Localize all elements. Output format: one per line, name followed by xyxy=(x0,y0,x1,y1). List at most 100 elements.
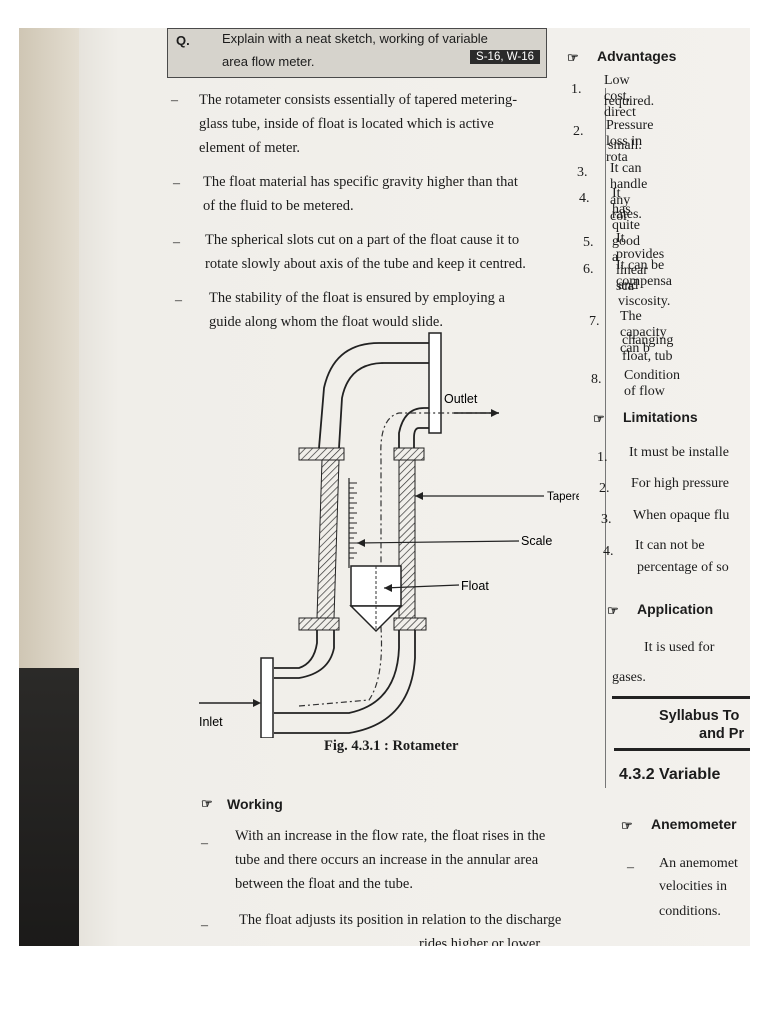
float-label: Float xyxy=(461,579,489,593)
flow-path xyxy=(298,412,499,707)
question-box: Q. Explain with a neat sketch, working o… xyxy=(167,28,547,78)
pointing-hand-icon: ☞ xyxy=(201,796,213,811)
bullet-dash: – xyxy=(201,836,208,851)
syllabus-top-rule xyxy=(612,696,750,699)
bullet-dash: – xyxy=(627,860,634,875)
lim-2-line-1: For high pressure xyxy=(631,476,729,491)
working-p2-line-2: rides higher or lower xyxy=(419,936,541,946)
pointing-hand-icon: ☞ xyxy=(593,411,605,426)
adv-num-2: 2. xyxy=(573,124,584,139)
bullet-1-line-1: The rotameter consists essentially of ta… xyxy=(199,92,518,108)
adv-2-line-1: Pressure loss in rota xyxy=(606,118,654,165)
bullet-3-line-1: The spherical slots cut on a part of the… xyxy=(205,232,520,248)
bullet-2: The float material has specific gravity … xyxy=(203,170,518,218)
adv-6-line-1: It can be compensa xyxy=(616,258,672,289)
lim-num-2: 2. xyxy=(599,481,610,496)
section-heading: 4.3.2 Variable xyxy=(619,766,721,783)
outlet-label: Outlet xyxy=(444,392,478,406)
working-paragraph-2: The float adjusts its position in relati… xyxy=(239,908,561,946)
lim-num-1: 1. xyxy=(597,450,608,465)
limitations-heading: Limitations xyxy=(623,409,698,425)
inlet-flange xyxy=(260,657,274,738)
rotameter-diagram: Outlet Tapered tube Scale Float Inlet xyxy=(199,332,579,738)
adv-num-4: 4. xyxy=(579,191,590,206)
bullet-1-line-3: element of meter. xyxy=(199,140,301,156)
upper-bend-inner xyxy=(338,362,429,449)
bullet-2-line-1: The float material has specific gravity … xyxy=(203,174,518,190)
adv-2-line-2: small. xyxy=(608,138,642,153)
outlet-arrowhead xyxy=(491,409,499,417)
working-heading: Working xyxy=(227,796,283,812)
lower-right-flange xyxy=(393,617,427,631)
tapered-tube-label: Tapered tube xyxy=(547,491,579,503)
adv-num-3: 3. xyxy=(577,165,588,180)
lower-left-flange xyxy=(298,617,340,631)
bullet-3: The spherical slots cut on a part of the… xyxy=(205,228,526,276)
anemometer-line-1: An anemomet xyxy=(659,856,738,871)
lower-bend-inner-left xyxy=(274,630,318,669)
bullet-1-line-2: glass tube, inside of float is located w… xyxy=(199,116,494,132)
syllabus-bottom-rule xyxy=(614,748,750,751)
scale-arrowhead xyxy=(357,539,365,547)
adv-num-8: 8. xyxy=(591,372,602,387)
application-line-1: It is used for xyxy=(644,640,715,655)
bullet-4: The stability of the float is ensured by… xyxy=(209,286,505,334)
question-label: Q. xyxy=(176,33,190,48)
scale-ticks xyxy=(349,482,357,559)
scale-label: Scale xyxy=(521,534,552,548)
anemometer-line-3: conditions. xyxy=(659,904,721,919)
question-line-2: area flow meter. xyxy=(222,54,315,69)
working-p1-line-3: between the float and the tube. xyxy=(235,876,413,892)
inlet-label: Inlet xyxy=(199,715,223,729)
anemometer-line-2: velocities in xyxy=(659,879,728,894)
column-divider xyxy=(605,88,606,788)
bullet-2-line-2: of the fluid to be metered. xyxy=(203,198,354,214)
advantages-heading: Advantages xyxy=(597,48,677,64)
application-line-2: gases. xyxy=(612,670,646,685)
bullet-3-line-2: rotate slowly about axis of the tube and… xyxy=(205,256,526,272)
float-leader xyxy=(383,584,460,589)
inlet-arrowhead xyxy=(253,699,261,707)
lim-num-4: 4. xyxy=(603,544,614,559)
lim-4-line-2: percentage of so xyxy=(637,560,729,575)
adv-3-line-1: It can handle any cor xyxy=(610,161,648,224)
tapered-tube-left-wall xyxy=(316,459,340,619)
adv-num-1: 1. xyxy=(571,82,582,97)
photo-frame: Q. Explain with a neat sketch, working o… xyxy=(19,28,750,946)
book-page: Q. Explain with a neat sketch, working o… xyxy=(79,28,750,946)
upper-right-flange xyxy=(393,447,425,461)
adv-8-line-1: Condition of flow xyxy=(624,368,681,399)
working-p2-line-1: The float adjusts its position in relati… xyxy=(239,912,562,928)
upper-left-flange xyxy=(298,447,345,461)
lim-3-line-1: When opaque flu xyxy=(633,508,730,523)
working-paragraph-1: With an increase in the flow rate, the f… xyxy=(235,824,545,896)
outlet-flange xyxy=(428,332,442,434)
pointing-hand-icon: ☞ xyxy=(567,50,579,65)
bullet-dash: – xyxy=(173,235,180,250)
adv-num-5: 5. xyxy=(583,235,594,250)
bullet-dash: – xyxy=(201,918,208,933)
upper-right-pipe-inner xyxy=(413,427,429,448)
lim-4-line-1: It can not be xyxy=(635,538,705,553)
bullet-4-line-1: The stability of the float is ensured by… xyxy=(209,290,505,306)
lim-1-line-1: It must be installe xyxy=(629,445,729,460)
pointing-hand-icon: ☞ xyxy=(607,603,619,618)
tapered-arrowhead xyxy=(415,492,423,500)
upper-bend-outer xyxy=(318,342,429,449)
adv-7-line-2: changing float, tub xyxy=(622,333,674,364)
bullet-dash: – xyxy=(175,293,182,308)
adv-1-line-2: required. xyxy=(604,94,655,109)
adv-6-line-2: and viscosity. xyxy=(618,278,671,309)
working-p1-line-1: With an increase in the flow rate, the f… xyxy=(235,828,546,844)
upper-right-pipe xyxy=(398,407,429,448)
scale-leader xyxy=(356,540,520,544)
lower-bend-outer xyxy=(274,630,400,714)
lim-num-3: 3. xyxy=(601,512,612,527)
pointing-hand-icon: ☞ xyxy=(621,818,633,833)
bullet-1: The rotameter consists essentially of ta… xyxy=(199,88,517,160)
float-arrowhead xyxy=(384,584,392,592)
adv-num-6: 6. xyxy=(583,262,594,277)
lower-bend-outer-2 xyxy=(274,630,416,734)
syllabus-line-2: and Pr xyxy=(699,726,745,742)
exam-code-badge: S-16, W-16 xyxy=(470,50,540,64)
